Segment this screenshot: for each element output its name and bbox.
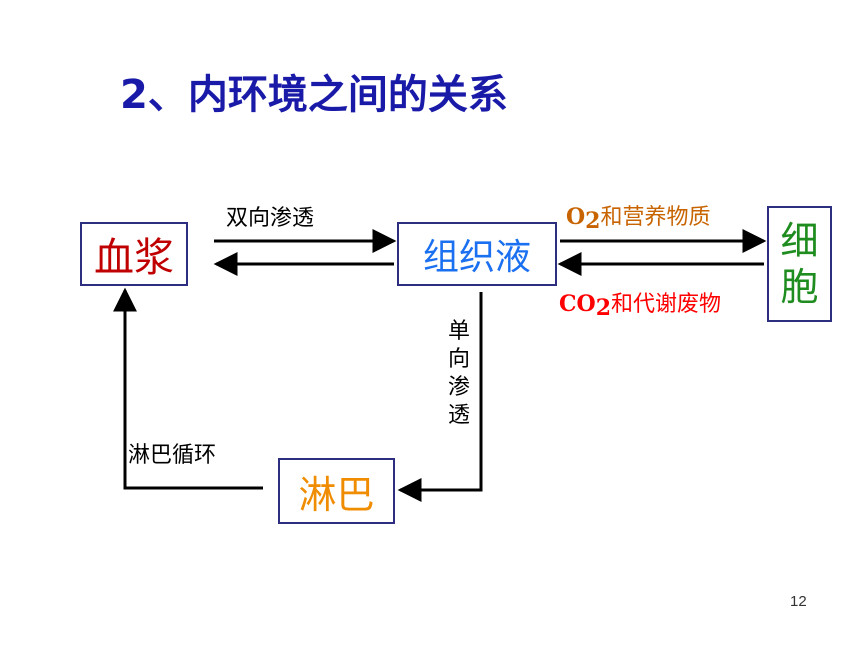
label-o2-suffix: 和营养物质 xyxy=(600,205,711,230)
arrow-tissue-to-lymph xyxy=(397,292,483,502)
node-cell-line2: 胞 xyxy=(780,265,819,309)
arrow-lymph-to-plasma xyxy=(113,287,263,490)
label-o2-prefix: O xyxy=(566,204,586,230)
node-plasma: 血浆 xyxy=(80,222,188,286)
label-o2-nutrients: O2和营养物质 xyxy=(566,199,711,234)
label-co2-suffix: 和代谢废物 xyxy=(611,292,722,317)
label-one-way-char: 渗 xyxy=(447,375,470,400)
node-tissue-fluid: 组织液 xyxy=(397,222,557,286)
label-o2-sub: 2 xyxy=(585,208,601,234)
label-one-way-char: 向 xyxy=(447,347,470,372)
label-co2-sub: 2 xyxy=(595,295,611,321)
label-one-way-char: 透 xyxy=(447,403,470,428)
page-number: 12 xyxy=(790,593,807,610)
label-two-way-osmosis: 双向渗透 xyxy=(226,206,315,231)
label-lymph-circulation: 淋巴循环 xyxy=(128,443,217,468)
label-co2-prefix: CO xyxy=(559,291,596,317)
label-one-way-char: 单 xyxy=(447,319,470,344)
page-title: 2、内环境之间的关系 xyxy=(120,72,508,118)
node-cell: 细 胞 xyxy=(767,206,832,322)
label-co2-waste: CO2和代谢废物 xyxy=(559,286,721,321)
node-lymph: 淋巴 xyxy=(278,458,395,524)
node-cell-line1: 细 xyxy=(780,219,819,263)
label-one-way-osmosis: 单 向 渗 透 xyxy=(446,318,472,430)
